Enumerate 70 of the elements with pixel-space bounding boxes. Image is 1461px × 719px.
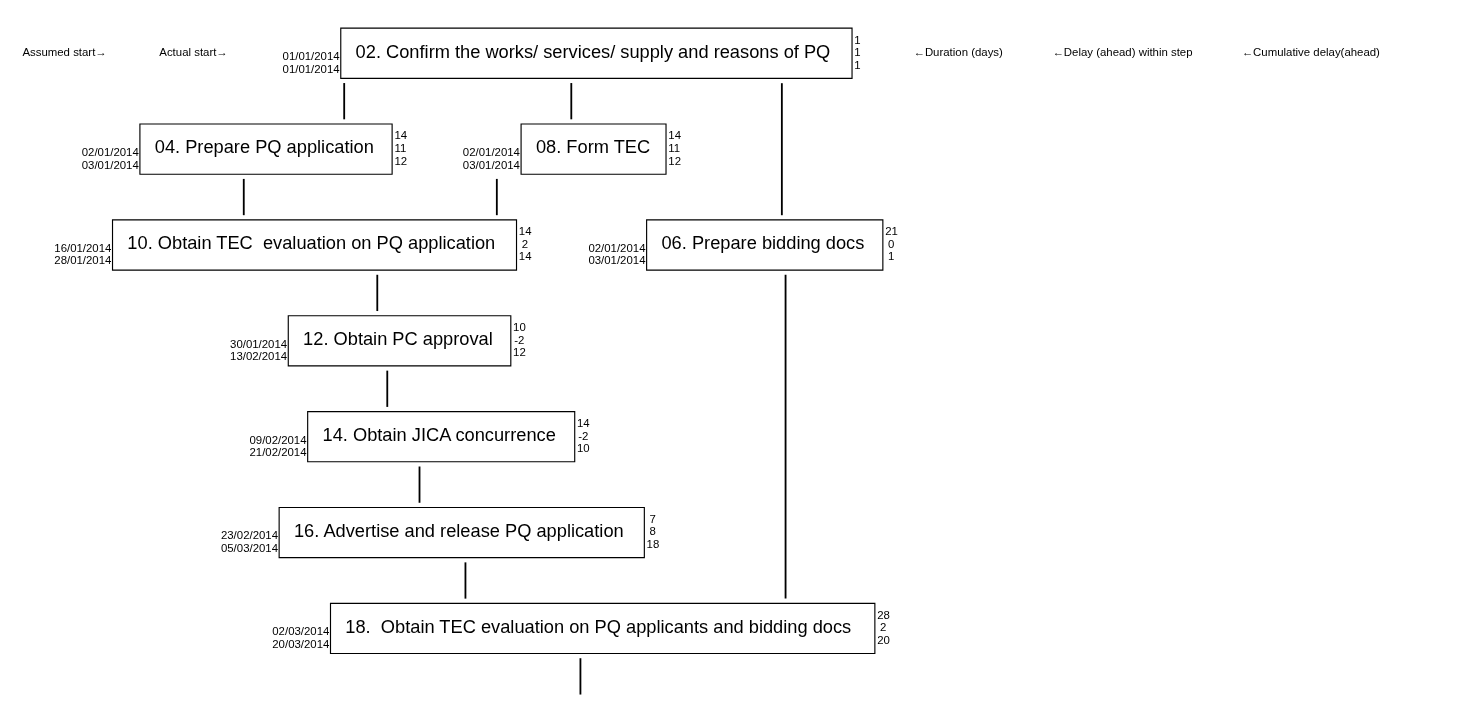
node-label: 12 [394,154,408,167]
node-label: 28/01/2014 [54,254,112,267]
connector [495,178,498,217]
connector [570,82,573,121]
node-label: 02/01/2014 [462,145,520,158]
node-label: 21 [885,225,898,238]
node-label: 1 [854,58,861,71]
node-label: 21/02/2014 [249,446,307,459]
node-label: 02/01/2014 [81,145,139,158]
node-box: 06. Prepare bidding docs [646,219,884,271]
node-label: 7 [649,512,656,525]
node-label: 14 [518,225,532,238]
node-label: 03/01/2014 [462,158,520,171]
label: ←Duration (days) [913,46,1003,59]
node-box: 10. Obtain TEC evaluation on PQ application [111,219,518,271]
connector [386,369,389,408]
node-label: 11 [668,141,681,154]
node-label: 09/02/2014 [249,433,307,446]
node-label: 03/01/2014 [588,254,646,267]
connector [343,82,346,121]
node-label: 1 [854,33,861,46]
connector [780,82,783,217]
connector [784,273,787,600]
node-label: 10 [577,442,590,455]
node-label: 14 [668,129,681,142]
node-box: 02. Confirm the works/ services/ supply and reasons of PQ [340,27,853,79]
node-label: 20 [877,633,890,646]
node-label: 02/01/2014 [588,241,646,254]
node-label: 03/01/2014 [81,158,139,171]
connector [418,465,421,504]
node-label: 14 [518,250,532,263]
node-label: -2 [578,429,589,442]
node-label: 01/01/2014 [282,62,340,75]
node-label: 11 [394,141,407,154]
node-label: 23/02/2014 [220,529,279,542]
node-label: 2 [880,621,887,634]
node-box: 14. Obtain JICA concurrence [307,411,576,463]
node-label: 18 [646,537,660,550]
connector [242,178,245,217]
node-label: 10 [513,321,526,334]
node-label: 2 [521,237,528,250]
node-box: 04. Prepare PQ application [139,123,393,175]
node-label: 12 [513,346,526,359]
node-label: 13/02/2014 [230,350,288,363]
node-box: 18. Obtain TEC evaluation on PQ applicants and bidding docs [329,602,876,655]
node-label: -2 [514,333,525,346]
node-label: 1 [854,46,861,59]
label: ←Delay (ahead) within step [1052,46,1193,59]
node-label: 20/03/2014 [272,637,330,650]
node-box: 16. Advertise and release PQ application [278,506,645,559]
node-label: 28 [877,608,890,621]
node-label: 16/01/2014 [54,241,112,254]
node-label: 14 [577,416,590,429]
node-label: 1 [887,250,895,263]
node-label: 12 [668,154,681,167]
node-label: 01/01/2014 [282,50,340,63]
connector [464,561,467,600]
node-label: 05/03/2014 [220,541,279,554]
node-label: 30/01/2014 [230,337,288,350]
node-label: 02/03/2014 [272,625,330,638]
connector [579,657,582,696]
label: Actual start→ [159,46,228,59]
connector [376,273,379,312]
node-label: 0 [887,237,895,250]
label: ←Cumulative delay(ahead) [1241,46,1380,59]
label: Assumed start→ [22,46,107,59]
node-label: 8 [649,525,656,538]
node-label: 14 [394,129,408,142]
node-box: 08. Form TEC [520,123,667,175]
node-box: 12. Obtain PC approval [287,315,512,367]
